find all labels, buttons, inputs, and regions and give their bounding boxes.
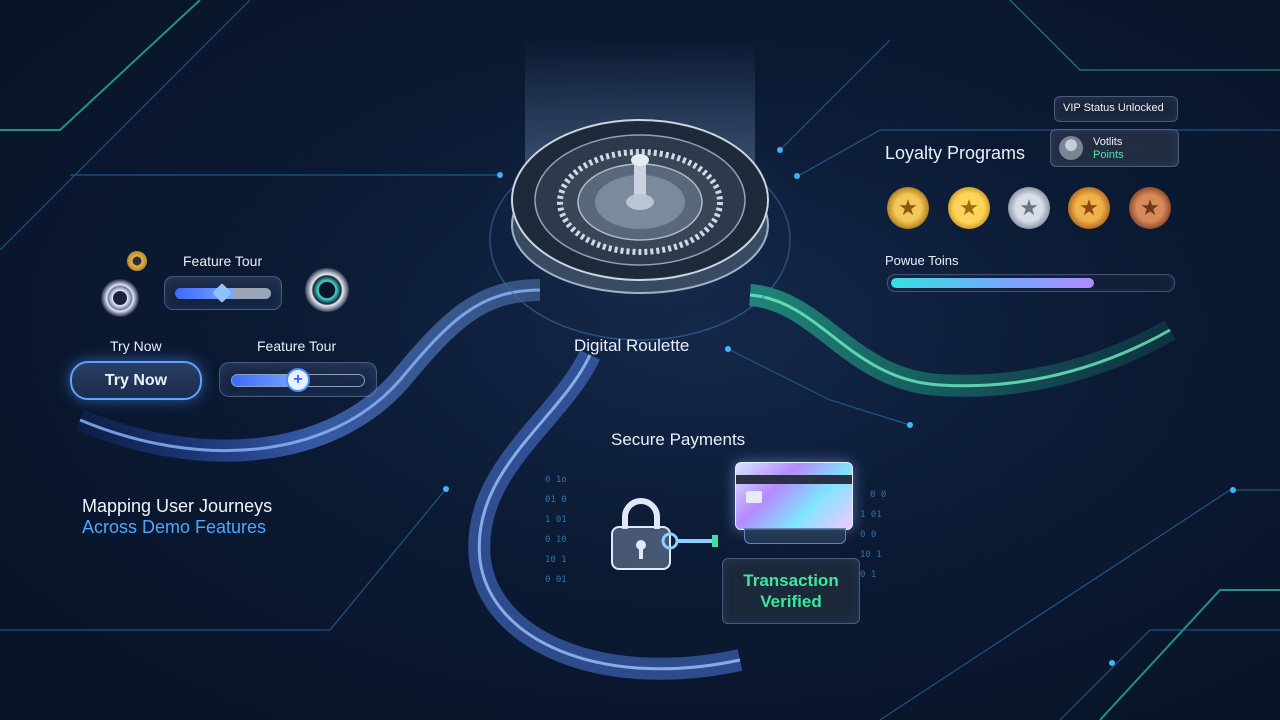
vip-status-text: VIP Status Unlocked xyxy=(1063,102,1164,114)
page-title-line2: Across Demo Features xyxy=(82,517,267,537)
svg-text:0 0: 0 0 xyxy=(870,490,886,500)
transaction-verified-badge: Transaction Verified xyxy=(722,558,860,624)
loyalty-programs-title: Loyalty Programs xyxy=(885,143,1026,163)
bonus-label: Powue Toins xyxy=(885,253,959,268)
page-title-line1: Mapping User Journeys xyxy=(82,496,273,516)
silver-medal-icon: ★ xyxy=(1008,187,1050,229)
feature-tour-slider-top[interactable] xyxy=(164,276,282,310)
card-chip-icon xyxy=(746,491,762,503)
bonus-progress-fill xyxy=(891,278,1094,288)
feature-tour-slider-bottom[interactable]: + xyxy=(219,362,377,397)
svg-text:01 0: 01 0 xyxy=(545,495,567,505)
padlock-icon xyxy=(611,498,671,570)
gold-medal-icon: ★ xyxy=(887,187,929,229)
card-reader xyxy=(744,528,846,544)
vip-status-badge: VIP Status Unlocked xyxy=(1054,96,1178,122)
roulette-wheel[interactable] xyxy=(505,110,775,300)
credit-card-icon xyxy=(735,462,853,530)
svg-text:0 01: 0 01 xyxy=(545,575,567,585)
svg-text:10 1: 10 1 xyxy=(860,550,882,560)
secure-payments-title: Secure Payments xyxy=(611,430,746,449)
try-now-button[interactable]: Try Now xyxy=(70,361,202,400)
gold-chip-icon xyxy=(127,251,147,271)
svg-text:1 01: 1 01 xyxy=(860,510,882,520)
gold-medal-icon: ★ xyxy=(948,187,990,229)
try-now-label: Try Now xyxy=(110,338,162,354)
user-avatar-icon xyxy=(1059,136,1083,160)
casino-chip-icon xyxy=(101,279,139,317)
bronze-medal-icon: ★ xyxy=(1068,187,1110,229)
slider-thumb-icon[interactable] xyxy=(212,283,232,303)
casino-chip-teal-icon xyxy=(305,268,349,312)
svg-text:1 01: 1 01 xyxy=(545,515,567,525)
digital-roulette-label: Digital Roulette xyxy=(574,336,690,355)
bonus-progress-bar xyxy=(887,274,1175,292)
svg-text:0 1o: 0 1o xyxy=(545,475,567,485)
key-icon xyxy=(661,532,718,550)
points-card[interactable]: Votlits Points xyxy=(1050,129,1179,167)
copper-medal-icon: ★ xyxy=(1129,187,1171,229)
card-stripe xyxy=(736,475,852,484)
binary-code-background: 0 1o 01 0 1 01 0 10 10 1 0 01 0 0 1 01 0 0 10 … xyxy=(545,475,886,585)
svg-text:0 10: 0 10 xyxy=(545,535,567,545)
points-name: Votlits xyxy=(1093,136,1123,148)
svg-text:0 1: 0 1 xyxy=(860,570,876,580)
slider-thumb-icon[interactable]: + xyxy=(286,368,310,392)
feature-tour-label-bottom: Feature Tour xyxy=(257,338,337,354)
svg-text:10 1: 10 1 xyxy=(545,555,567,565)
verified-line1: Transaction xyxy=(743,571,839,590)
feature-tour-label-top: Feature Tour xyxy=(183,253,263,269)
svg-text:0 0: 0 0 xyxy=(860,530,876,540)
verified-line2: Verified xyxy=(760,592,822,611)
points-sub: Points xyxy=(1093,149,1124,161)
